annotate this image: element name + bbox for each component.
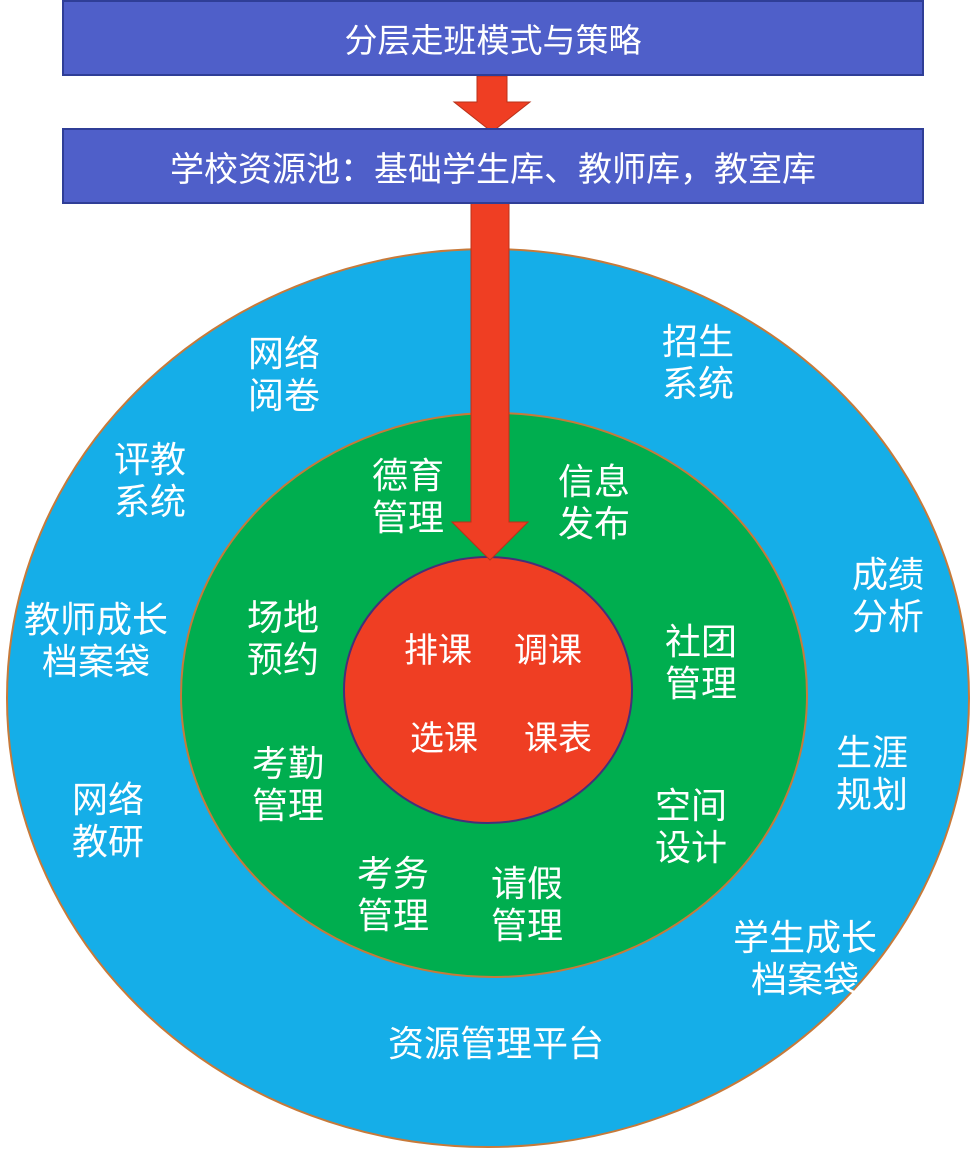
outer-item-online-marking: 网络 阅卷 <box>248 334 321 417</box>
middle-item-space-design: 空间 设计 <box>655 786 728 869</box>
title-banner: 分层走班模式与策略 <box>62 0 924 76</box>
outer-item-career-planning: 生涯 规划 <box>836 733 909 816</box>
middle-item-moral-education: 德育 管理 <box>372 456 445 539</box>
outer-item-teaching-eval: 评教 系统 <box>114 440 187 523</box>
outer-ring-footer: 资源管理平台 <box>388 1024 605 1065</box>
outer-item-student-portfolio: 学生成长 档案袋 <box>733 918 878 1001</box>
outer-item-grade-analysis: 成绩 分析 <box>852 555 925 638</box>
title-text: 分层走班模式与策略 <box>344 21 642 60</box>
middle-item-attendance: 考勤 管理 <box>252 744 325 827</box>
core-item-course-adjust: 调课 <box>514 631 582 671</box>
middle-item-info-publish: 信息 发布 <box>558 462 631 545</box>
core-item-scheduling: 排课 <box>404 631 472 671</box>
middle-item-leave-management: 请假 管理 <box>491 864 564 947</box>
middle-item-venue-booking: 场地 预约 <box>247 598 320 681</box>
down-arrow-top <box>452 75 532 133</box>
outer-item-teacher-portfolio: 教师成长 档案袋 <box>24 600 169 683</box>
down-arrow-core <box>450 199 530 561</box>
outer-item-enrollment: 招生 系统 <box>662 322 735 405</box>
resource-pool-banner: 学校资源池：基础学生库、教师库，教室库 <box>62 128 924 204</box>
core-item-timetable: 课表 <box>524 719 592 759</box>
middle-item-exam-affairs: 考务 管理 <box>357 854 430 937</box>
core-circle <box>343 556 633 824</box>
core-item-course-selection: 选课 <box>410 719 478 759</box>
outer-item-online-research: 网络 教研 <box>72 780 145 863</box>
resource-pool-text: 学校资源池：基础学生库、教师库，教室库 <box>170 149 816 190</box>
middle-item-club-management: 社团 管理 <box>665 622 738 705</box>
